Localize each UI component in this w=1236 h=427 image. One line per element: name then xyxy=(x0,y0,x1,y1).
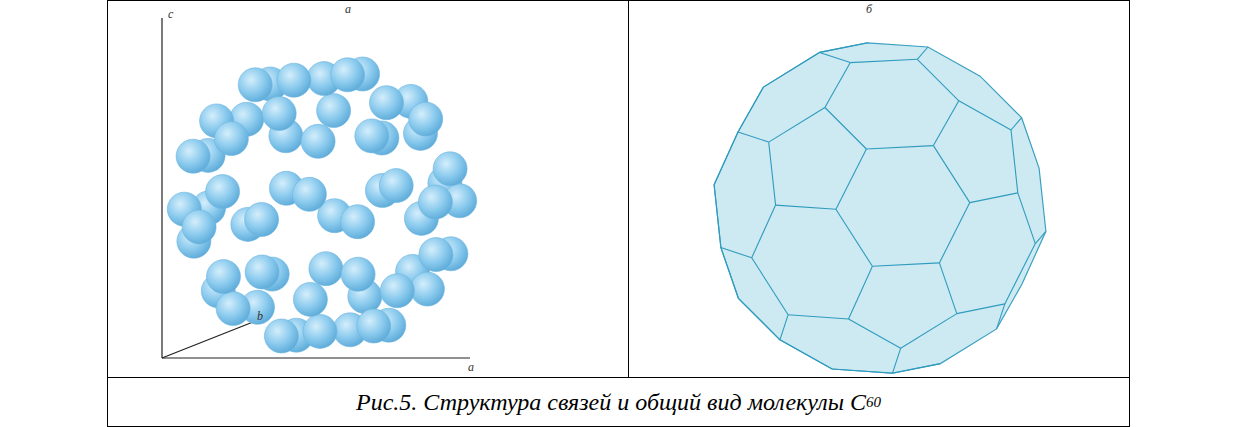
polyhedron-edge xyxy=(917,59,959,101)
carbon-atom xyxy=(379,169,413,203)
atom-spheres xyxy=(167,57,476,353)
polyhedron-edge xyxy=(738,87,763,132)
polyhedron-edge xyxy=(820,52,851,62)
axis-label: b xyxy=(257,310,263,322)
polyhedron-edge xyxy=(769,108,825,143)
carbon-atom xyxy=(418,185,452,219)
polyhedron xyxy=(714,43,1046,373)
polyhedron-edge xyxy=(1018,193,1036,244)
polyhedron-edge xyxy=(738,298,780,340)
polyhedron-edge xyxy=(933,146,969,203)
polyhedron-edge xyxy=(825,63,850,108)
polyhedron-edge xyxy=(832,369,892,373)
polyhedron-edge xyxy=(714,185,721,248)
carbon-atom xyxy=(410,272,444,306)
polyhedron-edge xyxy=(872,263,939,266)
polyhedron-edge xyxy=(752,205,776,258)
carbon-atom xyxy=(264,319,298,353)
polyhedron-edge xyxy=(1005,244,1036,304)
carbon-atom xyxy=(301,124,335,158)
carbon-atom xyxy=(309,252,343,286)
carbon-atom xyxy=(317,94,351,128)
carbon-atom xyxy=(262,97,296,131)
polyhedron-edge xyxy=(825,108,867,150)
carbon-atom xyxy=(341,205,375,239)
carbon-atom xyxy=(355,119,389,153)
figure-caption: Рис.5. Структура связей и общий вид моле… xyxy=(108,378,1129,426)
polyhedron-edge xyxy=(836,149,867,209)
polyhedron-edge xyxy=(763,52,819,87)
polyhedron-edge xyxy=(714,132,738,185)
carbon-atom xyxy=(331,58,365,92)
polyhedron-edge xyxy=(849,266,873,319)
polyhedron-edge xyxy=(901,314,957,349)
polyhedron-edge xyxy=(866,146,933,149)
polyhedron-edge xyxy=(917,47,928,59)
polyhedron-edge xyxy=(780,340,832,369)
polyhedron-edge xyxy=(836,209,873,266)
polyhedron-edge xyxy=(959,101,1011,130)
polyhedron-edge xyxy=(1011,118,1022,130)
polyhedron-edge xyxy=(1011,130,1018,193)
carbon-atom xyxy=(292,177,326,211)
carbon-atom xyxy=(370,86,404,120)
carbon-atom xyxy=(182,210,216,244)
polyhedron-edge xyxy=(893,348,901,373)
polyhedron-edge xyxy=(1035,231,1046,243)
carbon-atom xyxy=(245,203,279,237)
carbon-atom xyxy=(433,152,467,186)
carbon-atom xyxy=(419,238,453,272)
polyhedron-edge xyxy=(738,132,769,142)
carbon-atom xyxy=(238,68,272,102)
carbon-atom xyxy=(277,63,311,97)
carbon-atom xyxy=(409,102,443,136)
polyhedron-body xyxy=(714,43,1046,373)
table-frame xyxy=(108,1,1130,427)
panel-letter: б xyxy=(866,3,872,15)
polyhedron-edge xyxy=(933,101,958,146)
polyhedron-edge xyxy=(780,315,788,340)
polyhedron-edge xyxy=(788,315,848,319)
polyhedron-edge xyxy=(820,43,868,53)
carbon-atom xyxy=(214,122,248,156)
polyhedron-edge xyxy=(970,193,1018,203)
axis-label: c xyxy=(168,8,173,20)
polyhedron-edge xyxy=(721,248,752,258)
carbon-atom xyxy=(357,309,391,343)
polyhedron-edge xyxy=(850,59,917,62)
carbon-atom xyxy=(206,175,240,209)
axis-label: a xyxy=(468,361,474,373)
polyhedron-edge xyxy=(721,248,739,299)
polyhedron-edge xyxy=(957,304,1005,314)
carbon-atom xyxy=(245,255,279,289)
polyhedron-edge xyxy=(893,364,941,374)
carbon-atom xyxy=(216,292,250,326)
carbon-atom xyxy=(341,257,375,291)
carbon-atom xyxy=(303,314,337,348)
panel-letter: а xyxy=(345,3,351,15)
polyhedron-edge xyxy=(939,263,956,314)
polyhedron-edge xyxy=(939,203,969,263)
axes xyxy=(162,18,470,358)
carbon-atom xyxy=(293,282,327,316)
carbon-atom xyxy=(207,260,241,294)
carbon-atom xyxy=(380,274,414,308)
polyhedron-edge xyxy=(997,304,1005,329)
polyhedron-edge xyxy=(776,205,836,209)
polyhedron-edge xyxy=(752,258,788,315)
carbon-atom xyxy=(176,139,210,173)
polyhedron-edge xyxy=(849,319,901,348)
polyhedron-edge xyxy=(769,142,776,205)
